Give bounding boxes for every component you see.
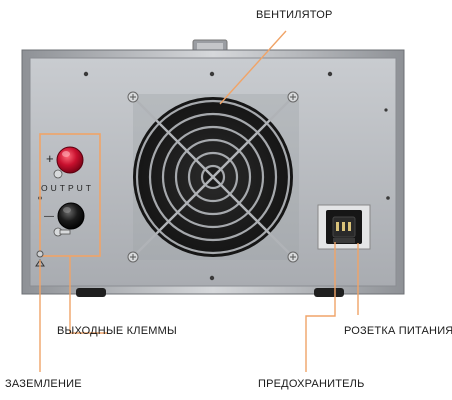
output-panel-text: OUTPUT (41, 183, 94, 193)
feet (76, 288, 344, 297)
fuse-holder (333, 238, 355, 243)
positive-terminal (56, 146, 84, 174)
fan-screws (127, 91, 299, 263)
fan-callout-line (219, 30, 287, 105)
ground-label: ЗАЗЕМЛЕНИЕ (5, 378, 82, 390)
plus-sign: + (46, 151, 54, 166)
output-terminals (39, 133, 101, 257)
fuse-callout-line (305, 242, 336, 372)
fan-label: ВЕНТИЛЯТОР (256, 9, 333, 21)
output-terminals-callout-line (69, 256, 108, 334)
output-terminals-label: ВЫХОДНЫЕ КЛЕММЫ (57, 325, 177, 337)
callout-lines (39, 30, 359, 372)
power-socket-label: РОЗЕТКА ПИТАНИЯ (344, 325, 452, 337)
panel-screws (38, 71, 390, 281)
minus-sign: — (44, 211, 54, 222)
negative-terminal (57, 202, 85, 230)
terminal-lugs (53, 169, 71, 237)
power-socket (317, 204, 371, 250)
fuse-label: ПРЕДОХРАНИТЕЛЬ (258, 378, 365, 390)
fan (127, 91, 299, 263)
